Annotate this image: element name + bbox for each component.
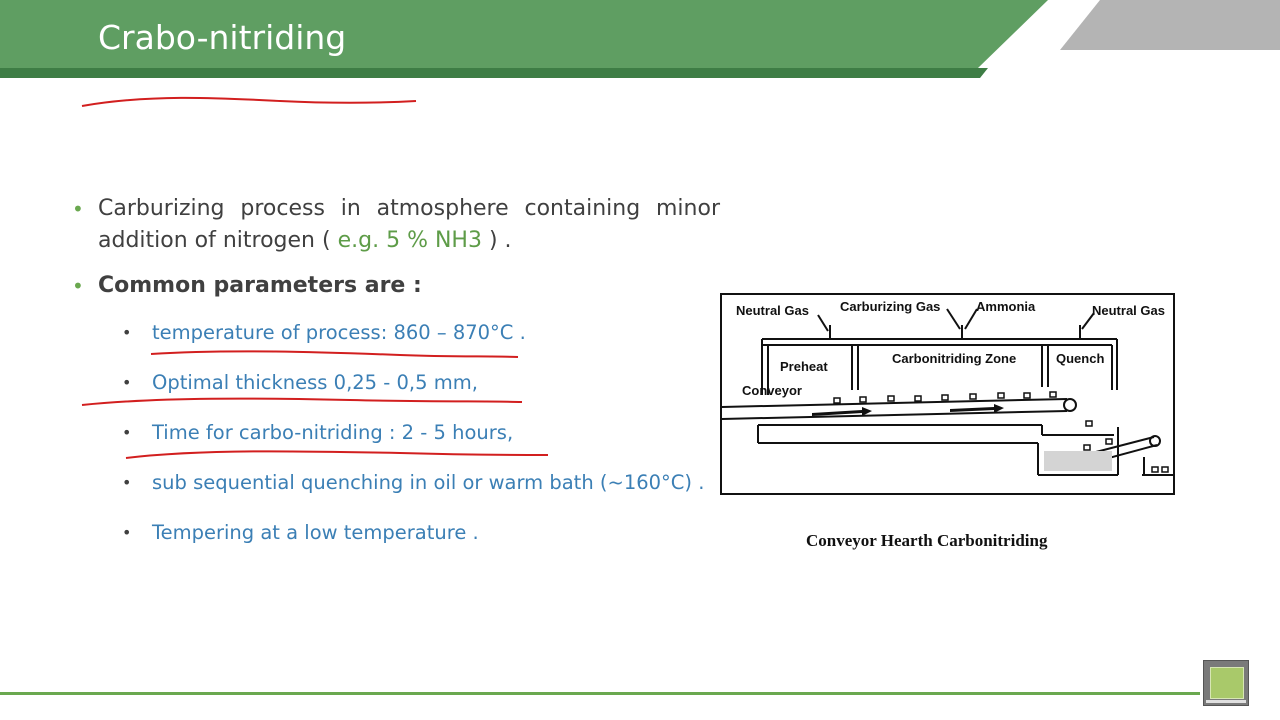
footer-line xyxy=(0,692,1200,695)
bullet-dot: • xyxy=(122,473,132,492)
param-quenching: • sub sequential quenching in oil or war… xyxy=(122,470,705,496)
thickness-underline-ink xyxy=(81,397,523,406)
bullet-highlight: e.g. 5 % NH3 xyxy=(337,228,482,253)
time-underline-ink xyxy=(125,450,549,459)
bullet-text: Common parameters are : xyxy=(98,273,422,298)
temperature-underline-ink xyxy=(150,350,519,358)
bullet-dot: • xyxy=(122,523,132,542)
bullet-dot: • xyxy=(122,323,132,342)
param-time: • Time for carbo-nitriding : 2 - 5 hours… xyxy=(122,420,514,446)
param-thickness: • Optimal thickness 0,25 - 0,5 mm, xyxy=(122,370,478,396)
header-green-bar xyxy=(0,0,1048,68)
bullet-dot: • xyxy=(122,423,132,442)
bullet-carburizing: • Carburizing process in atmosphere cont… xyxy=(72,193,720,257)
furnace-drawing xyxy=(722,308,1173,476)
bullet-tail: ) . xyxy=(488,228,512,253)
param-text: Optimal thickness 0,25 - 0,5 mm, xyxy=(152,371,478,394)
param-temperature: • temperature of process: 860 – 870°C . xyxy=(122,320,526,346)
logo-emblem xyxy=(1210,667,1244,699)
furnace-diagram: Neutral Gas Carburizing Gas Ammonia Neut… xyxy=(720,293,1175,495)
title-underline-ink xyxy=(81,96,417,107)
bullet-dot: • xyxy=(72,197,84,221)
label-ammonia: Ammonia xyxy=(976,299,1036,314)
param-text: Tempering at a low temperature . xyxy=(152,521,479,544)
header-dark-strip xyxy=(0,68,988,78)
param-text: temperature of process: 860 – 870°C . xyxy=(152,321,526,344)
header-grey-accent xyxy=(1060,0,1280,50)
bullet-dot: • xyxy=(122,373,132,392)
diagram-caption: Conveyor Hearth Carbonitriding xyxy=(806,531,1048,550)
label-carburizing-gas: Carburizing Gas xyxy=(840,299,941,314)
label-conveyor: Conveyor xyxy=(742,383,802,398)
label-carbonitriding-zone: Carbonitriding Zone xyxy=(892,351,1017,366)
bullet-dot: • xyxy=(72,274,84,298)
param-text: Time for carbo-nitriding : 2 - 5 hours, xyxy=(152,421,514,444)
label-quench: Quench xyxy=(1056,351,1105,366)
logo-caption-bar xyxy=(1206,700,1246,703)
bullet-text: Carburizing process in atmosphere contai… xyxy=(98,196,720,253)
param-text: sub sequential quenching in oil or warm … xyxy=(152,471,705,494)
header-band xyxy=(0,0,1280,78)
label-neutral-gas-right: Neutral Gas xyxy=(1092,303,1165,318)
param-tempering: • Tempering at a low temperature . xyxy=(122,520,479,546)
bullet-common-params: • Common parameters are : xyxy=(72,270,720,302)
label-preheat: Preheat xyxy=(780,359,828,374)
slide-title: Crabo-nitriding xyxy=(98,18,347,57)
university-logo xyxy=(1203,660,1249,706)
label-neutral-gas-left: Neutral Gas xyxy=(736,303,809,318)
